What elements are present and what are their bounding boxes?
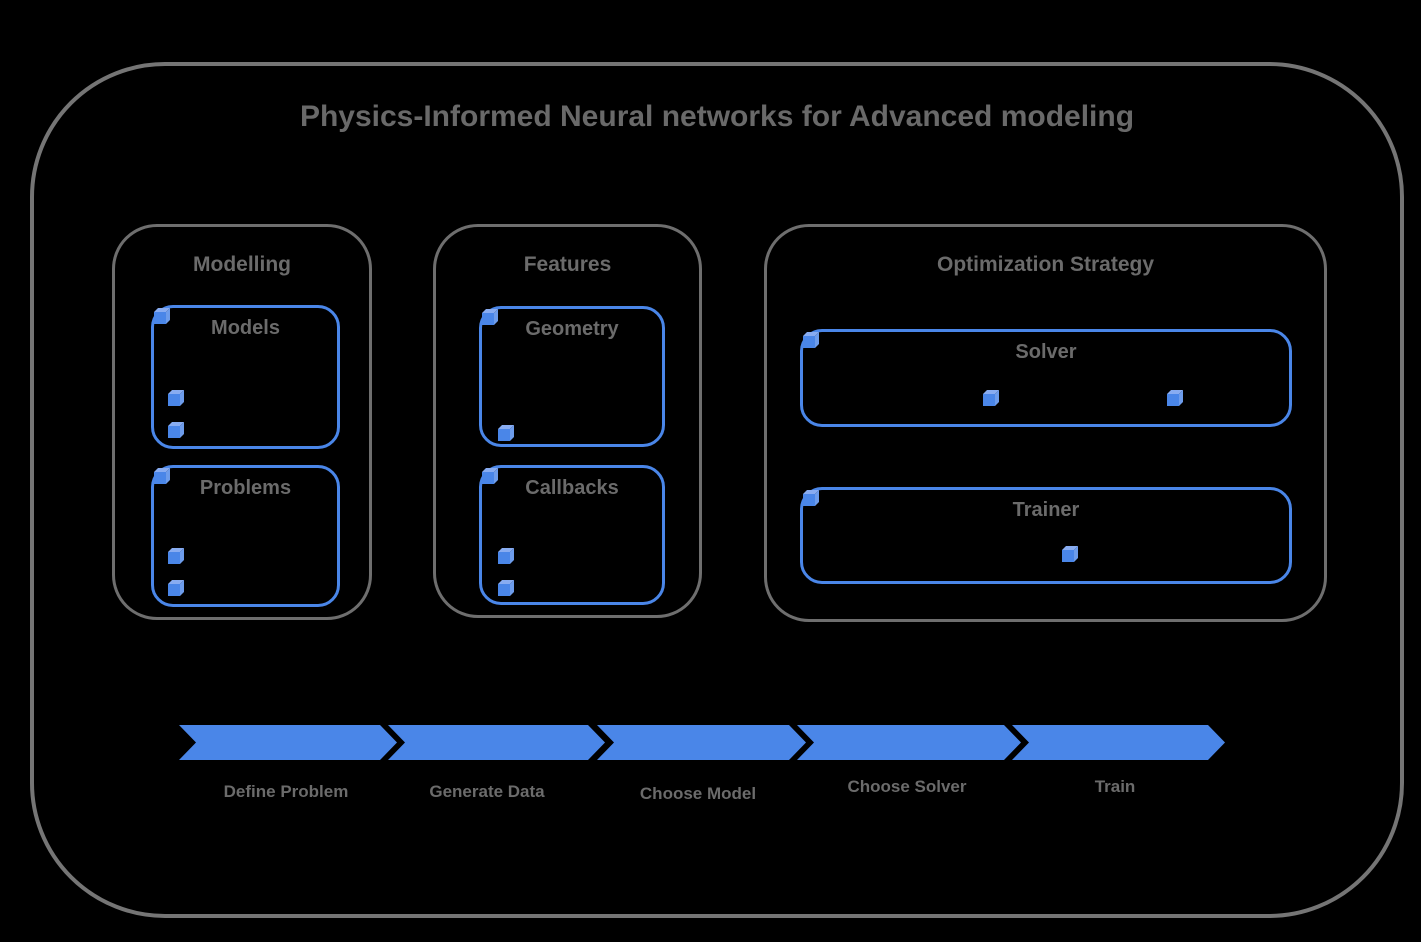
group-models: Models [151, 305, 340, 449]
cube-icon [498, 580, 515, 596]
cube-icon [154, 468, 171, 484]
group-models-label: Models [211, 317, 280, 339]
section-modelling-label: Modelling [193, 253, 291, 276]
flow-step-label-train: Train [1094, 777, 1136, 796]
cube-icon [983, 390, 1000, 406]
cube-icon [168, 422, 185, 438]
group-geometry: Geometry [479, 306, 665, 447]
diagram-frame: Physics-Informed Neural networks for Adv… [30, 62, 1404, 918]
group-problems-label: Problems [199, 477, 292, 499]
cube-icon [482, 468, 499, 484]
group-geometry-label: Geometry [525, 318, 619, 340]
cube-icon [168, 548, 185, 564]
cube-icon [803, 490, 820, 506]
section-features-label: Features [523, 253, 612, 276]
flow-step-label-choose-solver: Choose Solver [847, 777, 967, 796]
group-callbacks: Callbacks [479, 465, 665, 605]
section-optimization-strategy: Optimization Strategy Solver [764, 224, 1327, 622]
group-problems: Problems [151, 465, 340, 607]
flow-step-label-choose-model: Choose Model [639, 784, 757, 803]
group-solver: Solver [800, 329, 1292, 427]
section-features: Features Geometry [433, 224, 702, 618]
cube-icon [482, 309, 499, 325]
cube-icon [498, 548, 515, 564]
flow-step-label-generate-data: Generate Data [429, 782, 545, 801]
flow-arrow-train [1012, 725, 1225, 760]
group-solver-label: Solver [1015, 341, 1077, 363]
flow-arrow-generate-data [388, 725, 605, 760]
cube-icon [168, 580, 185, 596]
flow-arrow-choose-model [597, 725, 806, 760]
flow-arrow-choose-solver [797, 725, 1021, 760]
flow-arrow-define-problem [179, 725, 397, 760]
cube-icon [1167, 390, 1184, 406]
section-modelling: Modelling Models [112, 224, 372, 620]
page-title: Physics-Informed Neural networks for Adv… [299, 100, 1135, 133]
cube-icon [1062, 546, 1079, 562]
group-callbacks-label: Callbacks [525, 477, 619, 499]
section-optimization-strategy-label: Optimization Strategy [936, 253, 1155, 276]
cube-icon [498, 425, 515, 441]
group-trainer: Trainer [800, 487, 1292, 584]
group-trainer-label: Trainer [1012, 499, 1080, 521]
cube-icon [803, 332, 820, 348]
cube-icon [154, 308, 171, 324]
flow-step-label-define-problem: Define Problem [223, 782, 349, 801]
cube-icon [168, 390, 185, 406]
